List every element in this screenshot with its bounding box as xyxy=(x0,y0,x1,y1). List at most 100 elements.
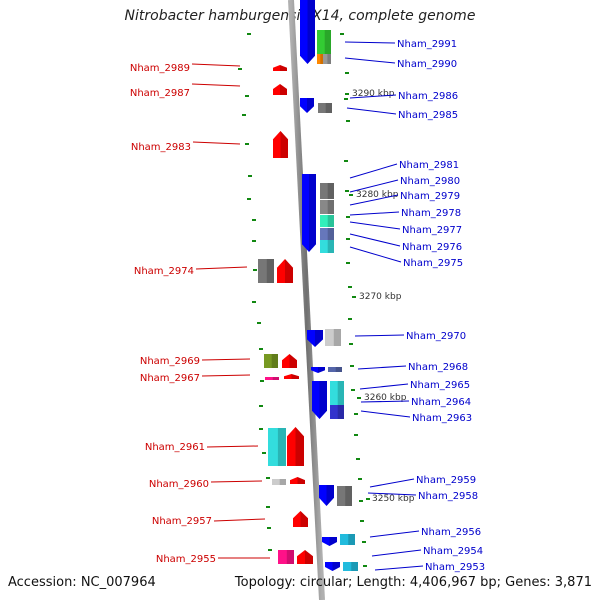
arrow-shade xyxy=(332,562,340,571)
gene-label-right[interactable]: Nham_2977 xyxy=(402,225,462,236)
gene-block-shade xyxy=(277,428,286,466)
gene-label-left[interactable]: Nham_2969 xyxy=(140,356,200,367)
axis-tick xyxy=(260,380,264,382)
axis-tick xyxy=(253,269,257,271)
scale-tick xyxy=(345,93,349,95)
axis-tick xyxy=(362,541,366,543)
gene-block xyxy=(268,428,286,466)
arrow-shade xyxy=(315,330,323,347)
arrow-shade xyxy=(307,0,315,64)
leader-line xyxy=(195,266,248,270)
gene-label-left[interactable]: Nham_2957 xyxy=(152,516,212,527)
gene-label-right[interactable]: Nham_2976 xyxy=(402,242,462,253)
leader-line xyxy=(371,549,422,557)
gene-label-right[interactable]: Nham_2990 xyxy=(397,59,457,70)
forward-gene-arrow xyxy=(273,131,288,158)
axis-tick xyxy=(252,301,256,303)
gene-label-right[interactable]: Nham_2979 xyxy=(400,191,460,202)
reverse-gene-arrow xyxy=(322,537,337,546)
gene-label-right[interactable]: Nham_2980 xyxy=(400,176,460,187)
gene-label-right[interactable]: Nham_2953 xyxy=(425,562,485,573)
leader-line xyxy=(349,163,398,179)
gene-label-right[interactable]: Nham_2965 xyxy=(410,380,470,391)
gene-block xyxy=(330,405,344,419)
gene-label-left[interactable]: Nham_2955 xyxy=(156,554,216,565)
arrow-shade xyxy=(291,374,299,379)
gene-label-right[interactable]: Nham_2981 xyxy=(399,160,459,171)
gene-block xyxy=(264,354,278,368)
arrow-shade xyxy=(319,381,327,419)
gene-block xyxy=(320,215,334,227)
axis-tick xyxy=(360,520,364,522)
axis-tick xyxy=(340,33,344,35)
gene-label-right[interactable]: Nham_2975 xyxy=(403,258,463,269)
scale-label: 3250 kbp xyxy=(372,494,415,504)
axis-tick xyxy=(252,219,256,221)
arrow-shade xyxy=(289,354,297,368)
gene-block-shade xyxy=(333,329,341,346)
axis-tick xyxy=(267,527,271,529)
gene-block-shade xyxy=(327,54,331,64)
gene-label-left[interactable]: Nham_2987 xyxy=(130,88,190,99)
gene-block xyxy=(278,550,294,564)
gene-block-shade xyxy=(279,479,286,485)
scale-tick xyxy=(349,194,353,196)
scale-label: 3290 kbp xyxy=(352,89,395,99)
gene-block-shade xyxy=(327,215,334,227)
leader-line xyxy=(359,383,409,390)
scale-tick xyxy=(366,498,370,500)
leader-line xyxy=(344,41,396,44)
arrow-shade xyxy=(285,259,293,283)
axis-tick xyxy=(247,33,251,35)
scale-label: 3260 kbp xyxy=(364,393,407,403)
axis-tick xyxy=(262,452,266,454)
axis-tick xyxy=(245,143,249,145)
axis-tick xyxy=(242,114,246,116)
gene-label-right[interactable]: Nham_2958 xyxy=(418,491,478,502)
arrow-shade xyxy=(295,427,304,466)
reverse-gene-arrow xyxy=(325,562,340,571)
gene-label-right[interactable]: Nham_2985 xyxy=(398,110,458,121)
gene-block-shade xyxy=(327,228,334,240)
axis-tick xyxy=(349,343,353,345)
gene-block-shade xyxy=(327,183,334,199)
forward-gene-arrow xyxy=(293,511,308,527)
gene-label-right[interactable]: Nham_2954 xyxy=(423,546,483,557)
gene-label-right[interactable]: Nham_2978 xyxy=(401,208,461,219)
leader-line xyxy=(369,530,420,538)
gene-block xyxy=(328,367,342,372)
leader-line xyxy=(374,565,424,571)
gene-label-right[interactable]: Nham_2986 xyxy=(398,91,458,102)
gene-label-right[interactable]: Nham_2959 xyxy=(416,475,476,486)
gene-label-right[interactable]: Nham_2968 xyxy=(408,362,468,373)
arrow-shade xyxy=(309,174,316,252)
gene-label-right[interactable]: Nham_2964 xyxy=(411,397,471,408)
gene-label-right[interactable]: Nham_2956 xyxy=(421,527,481,538)
gene-label-left[interactable]: Nham_2967 xyxy=(140,373,200,384)
reverse-gene-arrow xyxy=(312,381,327,419)
gene-label-right[interactable]: Nham_2991 xyxy=(397,39,457,50)
gene-label-left[interactable]: Nham_2961 xyxy=(145,442,205,453)
leader-line xyxy=(213,518,266,522)
scale-label: 3270 kbp xyxy=(359,292,402,302)
leader-line xyxy=(354,334,405,337)
forward-gene-arrow xyxy=(277,259,293,283)
leader-line xyxy=(210,480,263,483)
arrow-shade xyxy=(329,537,337,546)
gene-block xyxy=(337,486,352,506)
gene-label-left[interactable]: Nham_2974 xyxy=(134,266,194,277)
gene-label-right[interactable]: Nham_2963 xyxy=(412,413,472,424)
axis-tick xyxy=(346,262,350,264)
gene-label-left[interactable]: Nham_2989 xyxy=(130,63,190,74)
gene-block xyxy=(340,534,355,545)
leader-line xyxy=(349,94,397,99)
gene-block-shade xyxy=(327,200,334,214)
axis-tick xyxy=(247,198,251,200)
leader-line xyxy=(349,211,400,216)
gene-label-left[interactable]: Nham_2983 xyxy=(131,142,191,153)
gene-label-left[interactable]: Nham_2960 xyxy=(149,479,209,490)
gene-block xyxy=(320,240,334,253)
reverse-gene-arrow xyxy=(302,174,316,252)
gene-label-right[interactable]: Nham_2970 xyxy=(406,331,466,342)
